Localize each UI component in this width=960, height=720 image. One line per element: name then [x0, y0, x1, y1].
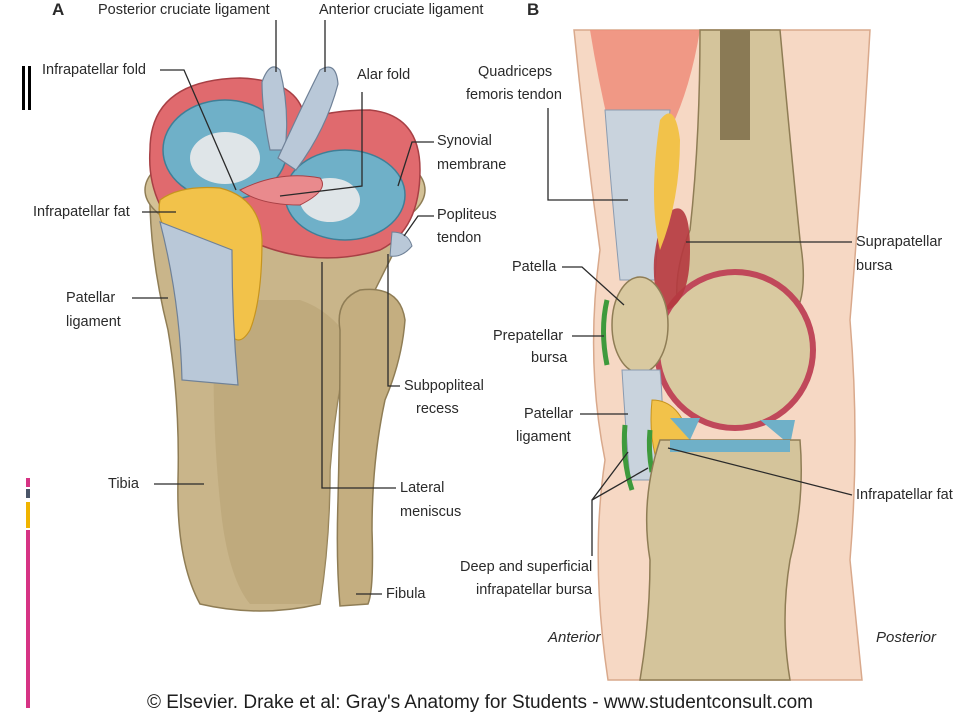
label-popliteus-2: tendon: [437, 230, 481, 246]
tibia-b-cartilage: [670, 440, 790, 452]
deco-bar-magenta-long: [26, 530, 30, 708]
deep-infrapatellar-bursa: [646, 429, 655, 473]
deco-bar-magenta: [26, 478, 30, 487]
leader-deep-superficial-2: [591, 467, 649, 501]
leader-infrapatellar-fold: [160, 69, 237, 191]
meniscus-anterior: [670, 418, 700, 440]
leader-patella: [562, 266, 625, 306]
label-patellar-lig-a-2: ligament: [66, 314, 121, 330]
label-popliteus-1: Popliteus: [437, 207, 497, 223]
popliteus-tendon: [389, 231, 413, 257]
label-suprapatellar-2: bursa: [856, 258, 893, 274]
label-prepatellar-2: bursa: [531, 350, 568, 366]
label-infrapatellar-fat-b: Infrapatellar fat: [856, 487, 953, 503]
leader-alar-fold: [279, 92, 363, 197]
label-prepatellar-1: Prepatellar: [493, 328, 563, 344]
label-anterior: Anterior: [547, 629, 602, 646]
deco-bar-yellow: [26, 502, 30, 528]
superficial-infrapatellar-bursa: [621, 424, 635, 491]
label-posterior: Posterior: [876, 629, 937, 646]
meniscus-posterior: [760, 420, 795, 445]
label-alar-fold: Alar fold: [357, 67, 410, 83]
label-quadriceps-2: femoris tendon: [466, 87, 562, 103]
panel-a-labels: A Posterior cruciate ligament Anterior c…: [33, 0, 506, 602]
label-tibia: Tibia: [108, 476, 140, 492]
leader-quadriceps: [547, 108, 628, 201]
label-lateral-meniscus-2: meniscus: [400, 504, 461, 520]
posterior-cruciate-ligament: [261, 66, 288, 151]
label-posterior-cruciate: Posterior cruciate ligament: [98, 2, 270, 18]
label-patellar-lig-a-1: Patellar: [66, 290, 115, 306]
patella-bone: [611, 276, 669, 374]
tibia-shading: [213, 300, 350, 604]
panel-b-labels: B Quadriceps femoris tendon Suprapatella…: [460, 0, 953, 646]
leader-subpopliteal: [387, 254, 400, 387]
medial-articular-surface: [190, 132, 260, 184]
panel-a-illustration: [144, 66, 426, 612]
label-anterior-cruciate: Anterior cruciate ligament: [319, 2, 483, 18]
label-deep-superficial-2: infrapatellar bursa: [476, 582, 593, 598]
femur-marrow: [720, 30, 750, 140]
deco-bar-top: [22, 66, 31, 110]
suprapatellar-fat: [654, 113, 680, 250]
leader-synovial: [397, 141, 434, 187]
panel-letter-a: A: [52, 0, 64, 19]
tibia-b: [639, 439, 802, 681]
leader-popliteus: [403, 215, 434, 237]
image-credit: © Elsevier. Drake et al: Gray's Anatomy …: [146, 692, 813, 713]
label-patellar-lig-b-2: ligament: [516, 429, 571, 445]
quadriceps-muscle: [590, 30, 700, 130]
label-subpopliteal-1: Subpopliteal: [404, 378, 484, 394]
label-quadriceps-1: Quadriceps: [478, 64, 552, 80]
fibula-bone: [336, 288, 406, 607]
panel-letter-b: B: [527, 0, 539, 19]
label-infrapatellar-fat-a: Infrapatellar fat: [33, 204, 130, 220]
label-infrapatellar-fold: Infrapatellar fold: [42, 62, 146, 78]
label-deep-superficial-1: Deep and superficial: [460, 559, 592, 575]
label-synovial-1: Synovial: [437, 133, 492, 149]
label-patellar-lig-b-1: Patellar: [524, 406, 573, 422]
label-suprapatellar-1: Suprapatellar: [856, 234, 942, 250]
deco-bar-grey: [26, 489, 30, 498]
leader-infrapatellar-fat-b: [667, 447, 853, 496]
alar-fold: [239, 175, 323, 206]
label-fibula: Fibula: [386, 586, 426, 602]
anterior-cruciate-ligament: [277, 66, 339, 171]
label-lateral-meniscus-1: Lateral: [400, 480, 444, 496]
label-synovial-2: membrane: [437, 157, 506, 173]
panel-b-illustration: [573, 29, 871, 681]
prepatellar-bursa: [601, 299, 610, 366]
label-patella: Patella: [512, 259, 557, 275]
label-subpopliteal-2: recess: [416, 401, 459, 417]
leader-lateral-meniscus: [321, 262, 396, 489]
patellar-ligament-a: [159, 221, 239, 386]
